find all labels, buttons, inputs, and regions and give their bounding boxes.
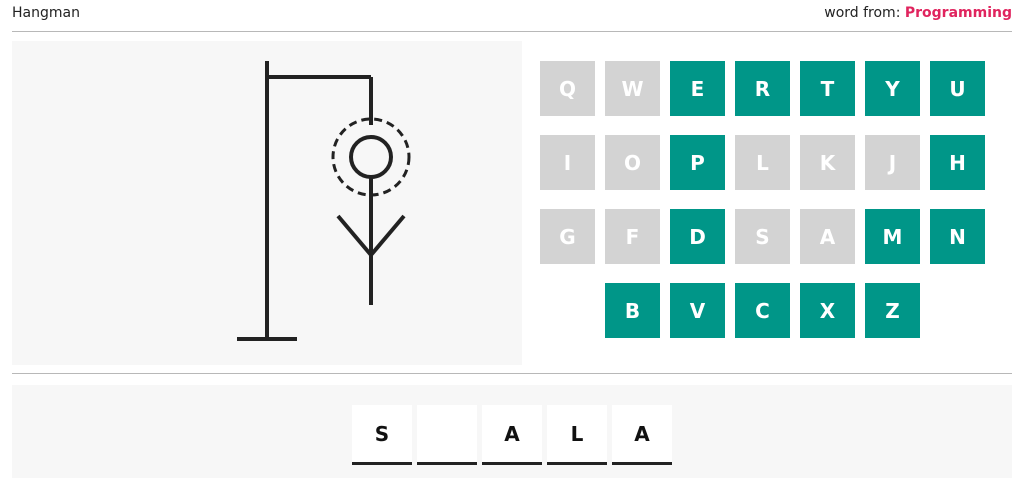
- key-r[interactable]: R: [735, 61, 790, 116]
- key-s: S: [735, 209, 790, 264]
- letter-slot: A: [482, 405, 542, 465]
- letter-slot: L: [547, 405, 607, 465]
- section-divider: [12, 373, 1012, 374]
- key-w: W: [605, 61, 660, 116]
- key-o: O: [605, 135, 660, 190]
- key-e[interactable]: E: [670, 61, 725, 116]
- letter-slot: S: [352, 405, 412, 465]
- key-l: L: [735, 135, 790, 190]
- key-g: G: [540, 209, 595, 264]
- key-h[interactable]: H: [930, 135, 985, 190]
- key-x[interactable]: X: [800, 283, 855, 338]
- hangman-head: [349, 135, 393, 179]
- key-j: J: [865, 135, 920, 190]
- hangman-left-arm: [336, 214, 373, 257]
- key-i: I: [540, 135, 595, 190]
- key-v[interactable]: V: [670, 283, 725, 338]
- app-title: Hangman: [12, 5, 80, 21]
- letter-slot: A: [612, 405, 672, 465]
- word-source: word from: Programming: [824, 5, 1012, 21]
- key-d[interactable]: D: [670, 209, 725, 264]
- hangman-right-arm: [369, 214, 406, 257]
- key-z[interactable]: Z: [865, 283, 920, 338]
- key-t[interactable]: T: [800, 61, 855, 116]
- word-from-label: word from:: [824, 5, 901, 21]
- header-bar: Hangman word from: Programming: [12, 0, 1012, 32]
- key-k: K: [800, 135, 855, 190]
- key-f: F: [605, 209, 660, 264]
- category-name: Programming: [904, 5, 1012, 21]
- letter-slot: [417, 405, 477, 465]
- key-c[interactable]: C: [735, 283, 790, 338]
- key-u[interactable]: U: [930, 61, 985, 116]
- hangman-drawing-panel: [12, 41, 522, 365]
- key-m[interactable]: M: [865, 209, 920, 264]
- hangman-figure: [237, 61, 411, 341]
- key-p[interactable]: P: [670, 135, 725, 190]
- key-n[interactable]: N: [930, 209, 985, 264]
- key-b[interactable]: B: [605, 283, 660, 338]
- key-a: A: [800, 209, 855, 264]
- key-q: Q: [540, 61, 595, 116]
- key-y[interactable]: Y: [865, 61, 920, 116]
